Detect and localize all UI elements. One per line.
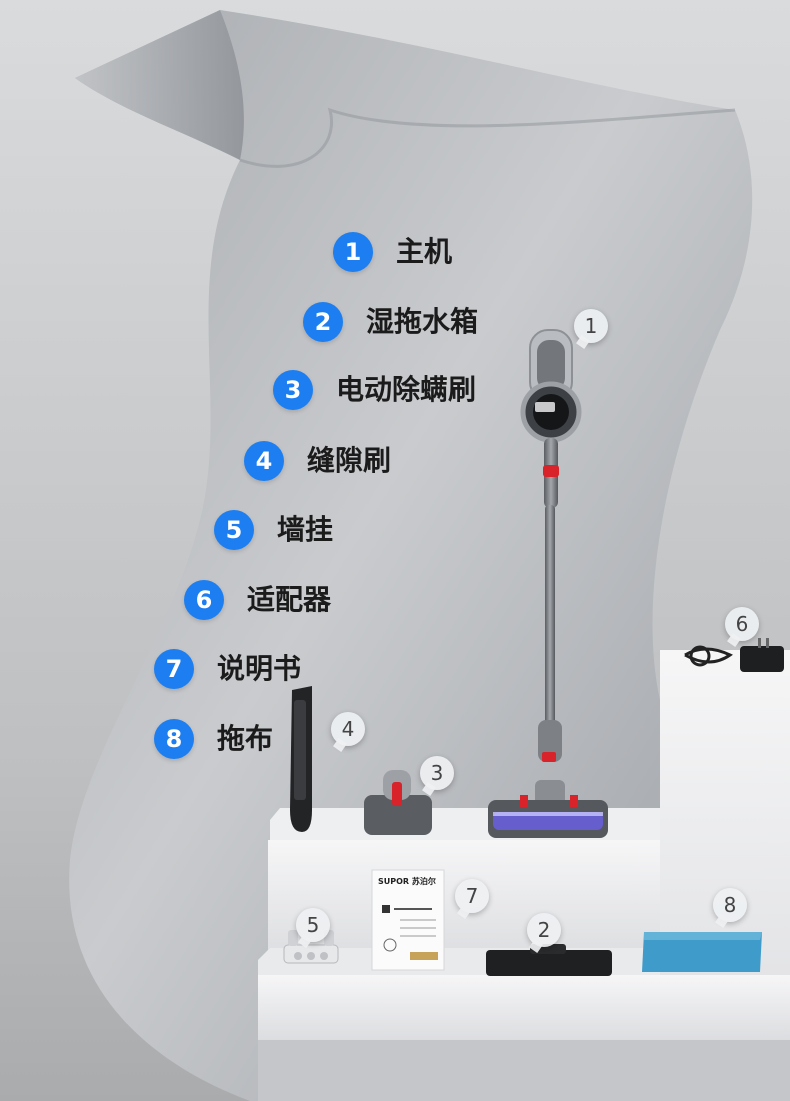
legend-badge-8: 8 — [154, 719, 194, 759]
legend-badge-4: 4 — [244, 441, 284, 481]
user-manual — [371, 869, 445, 971]
legend-label-mop-cloth: 拖布 — [217, 722, 274, 755]
mite-brush — [364, 770, 432, 835]
callout-5: 5 — [296, 908, 330, 942]
legend-label-adapter: 适配器 — [247, 583, 332, 616]
wall-mount — [283, 930, 339, 964]
callout-2: 2 — [527, 913, 561, 947]
vacuum-main-unit — [488, 329, 608, 838]
fabric-curl — [75, 10, 244, 160]
mop-cloth — [642, 932, 762, 972]
callout-6: 6 — [725, 607, 759, 641]
manual-brand: SUPOR 苏泊尔 — [378, 876, 436, 887]
callout-8: 8 — [713, 888, 747, 922]
manual-brand-cn: 苏泊尔 — [411, 877, 436, 886]
legend-label-manual: 说明书 — [217, 652, 302, 685]
legend-badge-7: 7 — [154, 649, 194, 689]
legend-label-main-unit: 主机 — [396, 235, 453, 268]
callout-7: 7 — [455, 879, 489, 913]
legend-label-wall-mount: 墙挂 — [277, 513, 334, 546]
legend-badge-1: 1 — [333, 232, 373, 272]
callout-1: 1 — [574, 309, 608, 343]
power-adapter — [684, 638, 784, 672]
crevice-tool — [290, 686, 312, 832]
legend-badge-5: 5 — [214, 510, 254, 550]
legend-label-water-tank: 湿拖水箱 — [366, 305, 479, 338]
legend-badge-3: 3 — [273, 370, 313, 410]
callout-3: 3 — [420, 756, 454, 790]
legend-badge-2: 2 — [303, 302, 343, 342]
callout-4: 4 — [331, 712, 365, 746]
manual-brand-en: SUPOR — [378, 877, 410, 886]
legend-label-crevice-tool: 缝隙刷 — [307, 444, 392, 477]
bottom-step — [258, 975, 790, 1040]
legend-label-mite-brush: 电动除螨刷 — [336, 373, 477, 406]
legend-badge-6: 6 — [184, 580, 224, 620]
